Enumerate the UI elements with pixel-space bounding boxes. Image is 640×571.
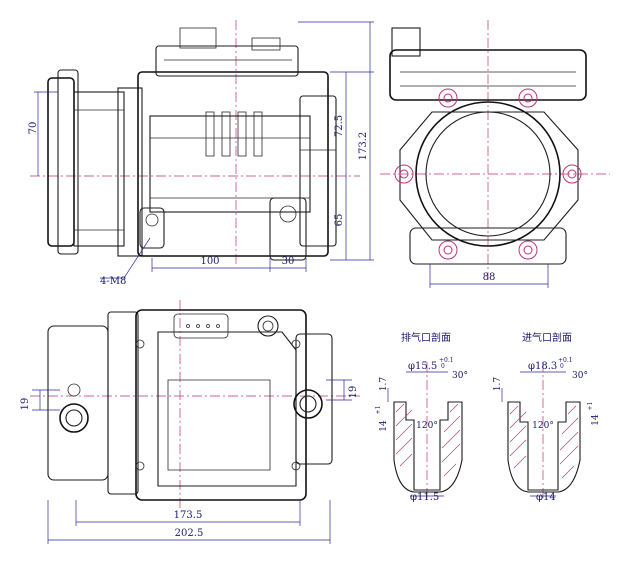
- thread-callout: 4-M8: [100, 276, 126, 287]
- exhaust-section: 排气口剖面 φ15.5 +0.1 0 30° 1.7 14 +1 120° φ1…: [375, 331, 468, 503]
- exhaust-depth-right: 14: [379, 420, 389, 432]
- intake-depth-tol: +1: [587, 402, 594, 411]
- dim-100: 100: [200, 256, 219, 267]
- exhaust-dia-bottom: φ11.5: [410, 492, 439, 503]
- intake-dia-bottom: φ14: [536, 492, 556, 503]
- intake-tol-top: +0.1: [558, 357, 573, 364]
- exhaust-angle: 120°: [416, 421, 438, 431]
- top-view: 19 19 173.5 202.5: [20, 300, 360, 544]
- intake-angle: 120°: [532, 421, 554, 431]
- intake-section-title: 进气口剖面: [522, 331, 572, 344]
- dim-19-left: 19: [20, 398, 31, 411]
- dim-202-5: 202.5: [175, 528, 204, 539]
- intake-depth-left: 1.7: [493, 377, 503, 392]
- dim-173-2: 173.2: [358, 132, 369, 161]
- intake-depth-right: 14: [591, 414, 601, 426]
- intake-dia-top: φ18.3: [528, 361, 557, 372]
- dim-65: 65: [334, 214, 345, 227]
- exhaust-depth-tol: +1: [375, 406, 382, 415]
- intake-tol-top2: 0: [560, 363, 564, 370]
- dim-173-5: 173.5: [174, 510, 203, 521]
- dim-88: 88: [483, 272, 496, 283]
- exhaust-tol-top: +0.1: [439, 357, 454, 364]
- exhaust-section-title: 排气口剖面: [401, 331, 451, 344]
- intake-section: 进气口剖面 φ18.3 +0.1 0 30° 1.7 14 +1 120° φ1…: [493, 331, 601, 503]
- exhaust-tol-top2: 0: [441, 363, 445, 370]
- front-view: 70 72.5 173.2 65 100 30 4-M8: [28, 20, 374, 287]
- side-view: 88: [380, 20, 610, 288]
- dim-19-right: 19: [348, 386, 359, 399]
- exhaust-dia-top: φ15.5: [408, 361, 437, 372]
- intake-chamfer: 30°: [572, 371, 588, 381]
- exhaust-depth-left: 1.7: [379, 377, 389, 392]
- exhaust-chamfer: 30°: [452, 371, 468, 381]
- dim-70: 70: [28, 122, 39, 135]
- dim-72-5: 72.5: [334, 115, 345, 137]
- dim-30: 30: [282, 256, 295, 267]
